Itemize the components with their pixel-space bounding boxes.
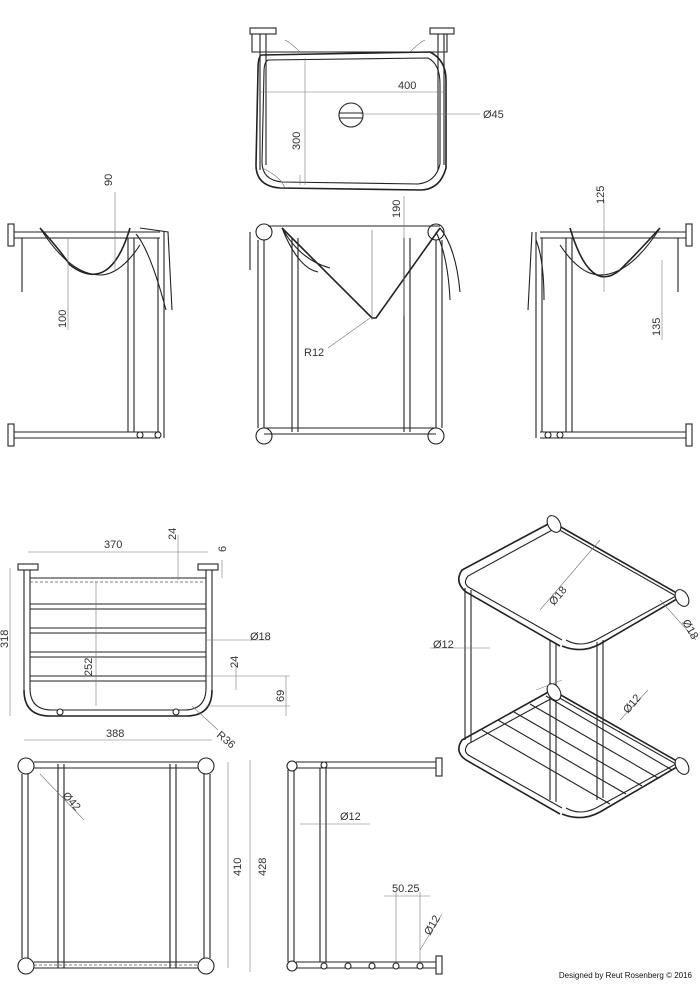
left-side-view bbox=[7, 192, 173, 447]
dim-basin-width: 400 bbox=[398, 80, 416, 92]
dim-right-125: 125 bbox=[595, 186, 607, 204]
dim-drain-hole: Ø45 bbox=[483, 109, 504, 121]
dim-top-6: 6 bbox=[217, 546, 229, 552]
dim-iso-12b: Ø12 bbox=[621, 692, 644, 716]
bottom-side-view bbox=[286, 757, 443, 975]
right-side-view bbox=[527, 200, 693, 447]
dim-len-428: 428 bbox=[257, 858, 269, 876]
dim-len-410: 410 bbox=[232, 858, 244, 876]
dim-inner-252: 252 bbox=[83, 658, 95, 676]
dim-front-radius: R12 bbox=[304, 347, 324, 359]
dim-pitch-5025: 50.25 bbox=[392, 883, 420, 895]
front-view bbox=[249, 196, 461, 445]
dim-iso-18a: Ø18 bbox=[547, 584, 570, 608]
dim-width-388: 388 bbox=[106, 728, 124, 740]
dim-iso-18b: Ø18 bbox=[679, 618, 700, 642]
dim-rod-12: Ø12 bbox=[340, 811, 361, 823]
dim-front-190: 190 bbox=[391, 200, 403, 218]
dim-right-135: 135 bbox=[651, 318, 663, 336]
dim-top-370: 370 bbox=[104, 539, 122, 551]
designer-credit: Designed by Reut Rosenberg © 2016 bbox=[558, 971, 692, 980]
dim-ring-42: Ø42 bbox=[60, 790, 83, 813]
dim-gap-69: 69 bbox=[275, 690, 287, 702]
dim-iso-12a: Ø12 bbox=[433, 639, 454, 651]
shelf-top-view bbox=[9, 535, 290, 741]
dim-gap-24: 24 bbox=[229, 656, 241, 668]
isometric-view bbox=[430, 515, 697, 819]
dim-height-318: 318 bbox=[0, 630, 11, 648]
dim-radius-36: R36 bbox=[214, 729, 237, 751]
dim-front-left-100: 100 bbox=[57, 310, 69, 328]
dim-front-left-90: 90 bbox=[103, 174, 115, 186]
top-plan-view bbox=[249, 27, 480, 191]
dim-tube-18: Ø18 bbox=[250, 631, 271, 643]
bottom-front-view bbox=[17, 757, 251, 975]
dim-basin-depth: 300 bbox=[291, 132, 303, 150]
dim-top-24: 24 bbox=[167, 528, 179, 540]
